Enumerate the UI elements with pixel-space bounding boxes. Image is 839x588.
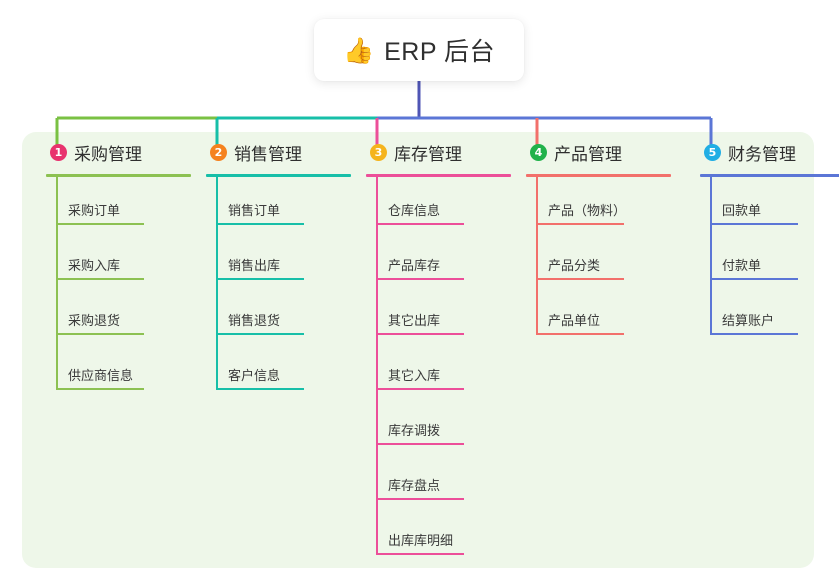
- leaf-item-underline: [376, 333, 464, 335]
- branch-number-badge-1: 1: [50, 143, 67, 161]
- branch-title-4: 产品管理: [554, 144, 622, 164]
- leaf-item-underline: [376, 278, 464, 280]
- leaf-item[interactable]: 客户信息: [216, 365, 326, 401]
- leaf-item[interactable]: 销售退货: [216, 310, 326, 346]
- branch-underline-3: [366, 174, 511, 177]
- branch-spine-1: [56, 176, 58, 388]
- leaf-item-underline: [710, 223, 798, 225]
- leaf-item-underline: [710, 333, 798, 335]
- branch-underline-1: [46, 174, 191, 177]
- leaf-item[interactable]: 供应商信息: [56, 365, 166, 401]
- leaf-item-underline: [376, 443, 464, 445]
- branch-column-5: 5 财务管理回款单付款单结算账户: [688, 132, 839, 335]
- leaf-item[interactable]: 采购退货: [56, 310, 166, 346]
- leaf-item[interactable]: 产品分类: [536, 255, 646, 291]
- branch-spine-2: [216, 176, 218, 388]
- leaf-item-label: 产品库存: [388, 258, 441, 273]
- leaf-item-label: 销售出库: [228, 258, 281, 273]
- leaf-item[interactable]: 采购入库: [56, 255, 166, 291]
- branch-number-badge-2: 2: [210, 143, 227, 161]
- leaf-item[interactable]: 销售出库: [216, 255, 326, 291]
- leaf-item-underline: [56, 388, 144, 390]
- leaf-item-label: 出库库明细: [388, 533, 454, 548]
- branch-underline-2: [206, 174, 351, 177]
- branch-header-4[interactable]: 4 产品管理: [514, 132, 674, 172]
- branch-underline-5: [700, 174, 839, 177]
- leaf-item-label: 采购退货: [68, 313, 121, 328]
- branch-header-5[interactable]: 5 财务管理: [688, 132, 839, 172]
- branch-number-badge-5: 5: [704, 143, 721, 161]
- leaf-item-underline: [216, 333, 304, 335]
- leaf-item-label: 产品（物料）: [548, 203, 627, 218]
- leaf-item[interactable]: 销售订单: [216, 200, 326, 236]
- leaf-item[interactable]: 库存调拨: [376, 420, 486, 456]
- leaf-item[interactable]: 回款单: [710, 200, 820, 236]
- leaf-item-underline: [216, 388, 304, 390]
- leaf-item-underline: [536, 223, 624, 225]
- leaf-item-underline: [376, 223, 464, 225]
- leaf-item-label: 销售订单: [228, 203, 281, 218]
- leaf-item-label: 供应商信息: [68, 368, 134, 383]
- leaf-item[interactable]: 其它入库: [376, 365, 486, 401]
- branch-title-1: 采购管理: [74, 144, 142, 164]
- branch-title-5: 财务管理: [728, 144, 796, 164]
- leaf-item-label: 其它出库: [388, 313, 441, 328]
- leaf-item-label: 库存盘点: [388, 478, 441, 493]
- leaf-item-label: 采购订单: [68, 203, 121, 218]
- leaf-item-label: 付款单: [722, 258, 762, 273]
- leaf-item-label: 产品分类: [548, 258, 601, 273]
- leaf-item[interactable]: 结算账户: [710, 310, 820, 346]
- branch-column-3: 3 库存管理仓库信息产品库存其它出库其它入库库存调拨库存盘点出库库明细: [354, 132, 514, 555]
- branch-columns: 1 采购管理采购订单采购入库采购退货供应商信息 2 销售管理销售订单销售出库销售退货客…: [0, 132, 839, 568]
- branch-title-2: 销售管理: [234, 144, 302, 164]
- leaf-item-underline: [376, 498, 464, 500]
- branch-header-1[interactable]: 1 采购管理: [34, 132, 194, 172]
- leaf-item[interactable]: 产品单位: [536, 310, 646, 346]
- leaf-item[interactable]: 其它出库: [376, 310, 486, 346]
- leaf-item-underline: [710, 278, 798, 280]
- thumbs-up-icon: 👍: [342, 35, 375, 65]
- diagram-panel: [22, 132, 814, 568]
- leaf-item[interactable]: 付款单: [710, 255, 820, 291]
- leaf-item-underline: [56, 278, 144, 280]
- leaf-item[interactable]: 仓库信息: [376, 200, 486, 236]
- branch-underline-4: [526, 174, 671, 177]
- leaf-item-label: 库存调拨: [388, 423, 441, 438]
- leaf-item-label: 结算账户: [722, 313, 775, 328]
- leaf-item-label: 客户信息: [228, 368, 281, 383]
- leaf-item[interactable]: 库存盘点: [376, 475, 486, 511]
- leaf-item-label: 其它入库: [388, 368, 441, 383]
- root-node-label: ERP 后台: [384, 38, 496, 66]
- leaf-item-underline: [56, 333, 144, 335]
- branch-spine-3: [376, 176, 378, 553]
- branch-header-3[interactable]: 3 库存管理: [354, 132, 514, 172]
- leaf-item[interactable]: 采购订单: [56, 200, 166, 236]
- leaf-item-underline: [216, 278, 304, 280]
- leaf-item-label: 采购入库: [68, 258, 121, 273]
- leaf-item-underline: [376, 553, 464, 555]
- root-node-erp-backend[interactable]: 👍 ERP 后台: [314, 19, 524, 81]
- branch-column-1: 1 采购管理采购订单采购入库采购退货供应商信息: [34, 132, 194, 390]
- leaf-item-underline: [536, 333, 624, 335]
- leaf-item-label: 回款单: [722, 203, 762, 218]
- leaf-item[interactable]: 出库库明细: [376, 530, 486, 566]
- branch-column-4: 4 产品管理产品（物料） 产品分类产品单位: [514, 132, 674, 335]
- leaf-item-underline: [216, 223, 304, 225]
- leaf-item-label: 仓库信息: [388, 203, 441, 218]
- branch-spine-4: [536, 176, 538, 333]
- leaf-item-underline: [536, 278, 624, 280]
- branch-number-badge-3: 3: [370, 143, 387, 161]
- leaf-item-underline: [376, 388, 464, 390]
- branch-header-2[interactable]: 2 销售管理: [194, 132, 354, 172]
- branch-number-badge-4: 4: [530, 143, 547, 161]
- leaf-item[interactable]: 产品（物料）: [536, 200, 646, 236]
- leaf-item[interactable]: 产品库存: [376, 255, 486, 291]
- leaf-item-label: 产品单位: [548, 313, 601, 328]
- branch-title-3: 库存管理: [394, 144, 462, 164]
- branch-column-2: 2 销售管理销售订单销售出库销售退货客户信息: [194, 132, 354, 390]
- leaf-item-label: 销售退货: [228, 313, 281, 328]
- branch-spine-5: [710, 176, 712, 333]
- leaf-item-underline: [56, 223, 144, 225]
